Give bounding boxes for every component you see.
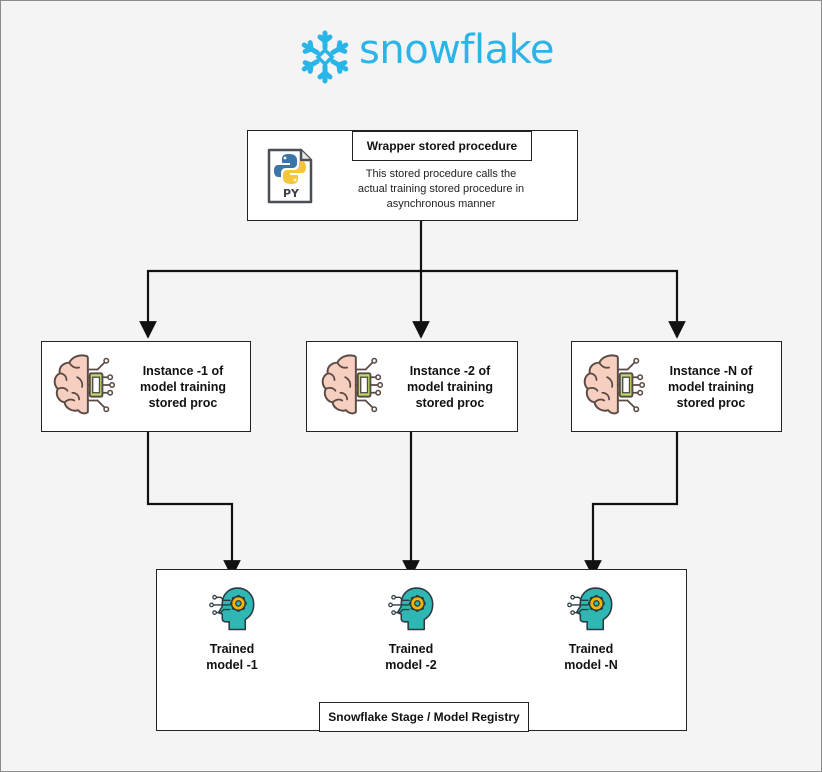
- instance-label-2: Instance -2 of model training stored pro…: [406, 364, 494, 410]
- brain-chip-icon: [321, 354, 384, 415]
- model-registry-label: Snowflake Stage / Model Registry: [319, 702, 529, 732]
- trained-model-label-n: Trained model -N: [564, 642, 618, 672]
- brain-chip-icon: [53, 354, 116, 415]
- brain-chip-icon: [583, 354, 646, 415]
- trained-model-label-1: Trained model -1: [206, 642, 258, 672]
- snowflake-logo-text: snowflake: [359, 27, 554, 73]
- trained-model-icon: [387, 586, 434, 631]
- snowflake-logo-icon: [297, 30, 353, 85]
- trained-model-label-2: Trained model -2: [385, 642, 437, 672]
- connector-wrapper-to-instance-1: [139, 269, 421, 339]
- wrapper-procedure-description: This stored procedure calls the actual t…: [357, 168, 525, 210]
- connector-wrapper-to-instance-n: [421, 269, 686, 339]
- instance-label-n: Instance -N of model training stored pro…: [667, 364, 755, 410]
- connector-instance-1-to-model-1: [146, 432, 241, 578]
- trained-model-icon: [208, 586, 255, 631]
- instance-label-1: Instance -1 of model training stored pro…: [139, 364, 227, 410]
- wrapper-procedure-title: Wrapper stored procedure: [352, 131, 532, 161]
- connector-instance-n-to-model-n: [584, 432, 679, 578]
- trained-model-icon: [566, 586, 613, 631]
- python-file-icon: [267, 148, 313, 204]
- python-file-label: PY: [282, 187, 300, 200]
